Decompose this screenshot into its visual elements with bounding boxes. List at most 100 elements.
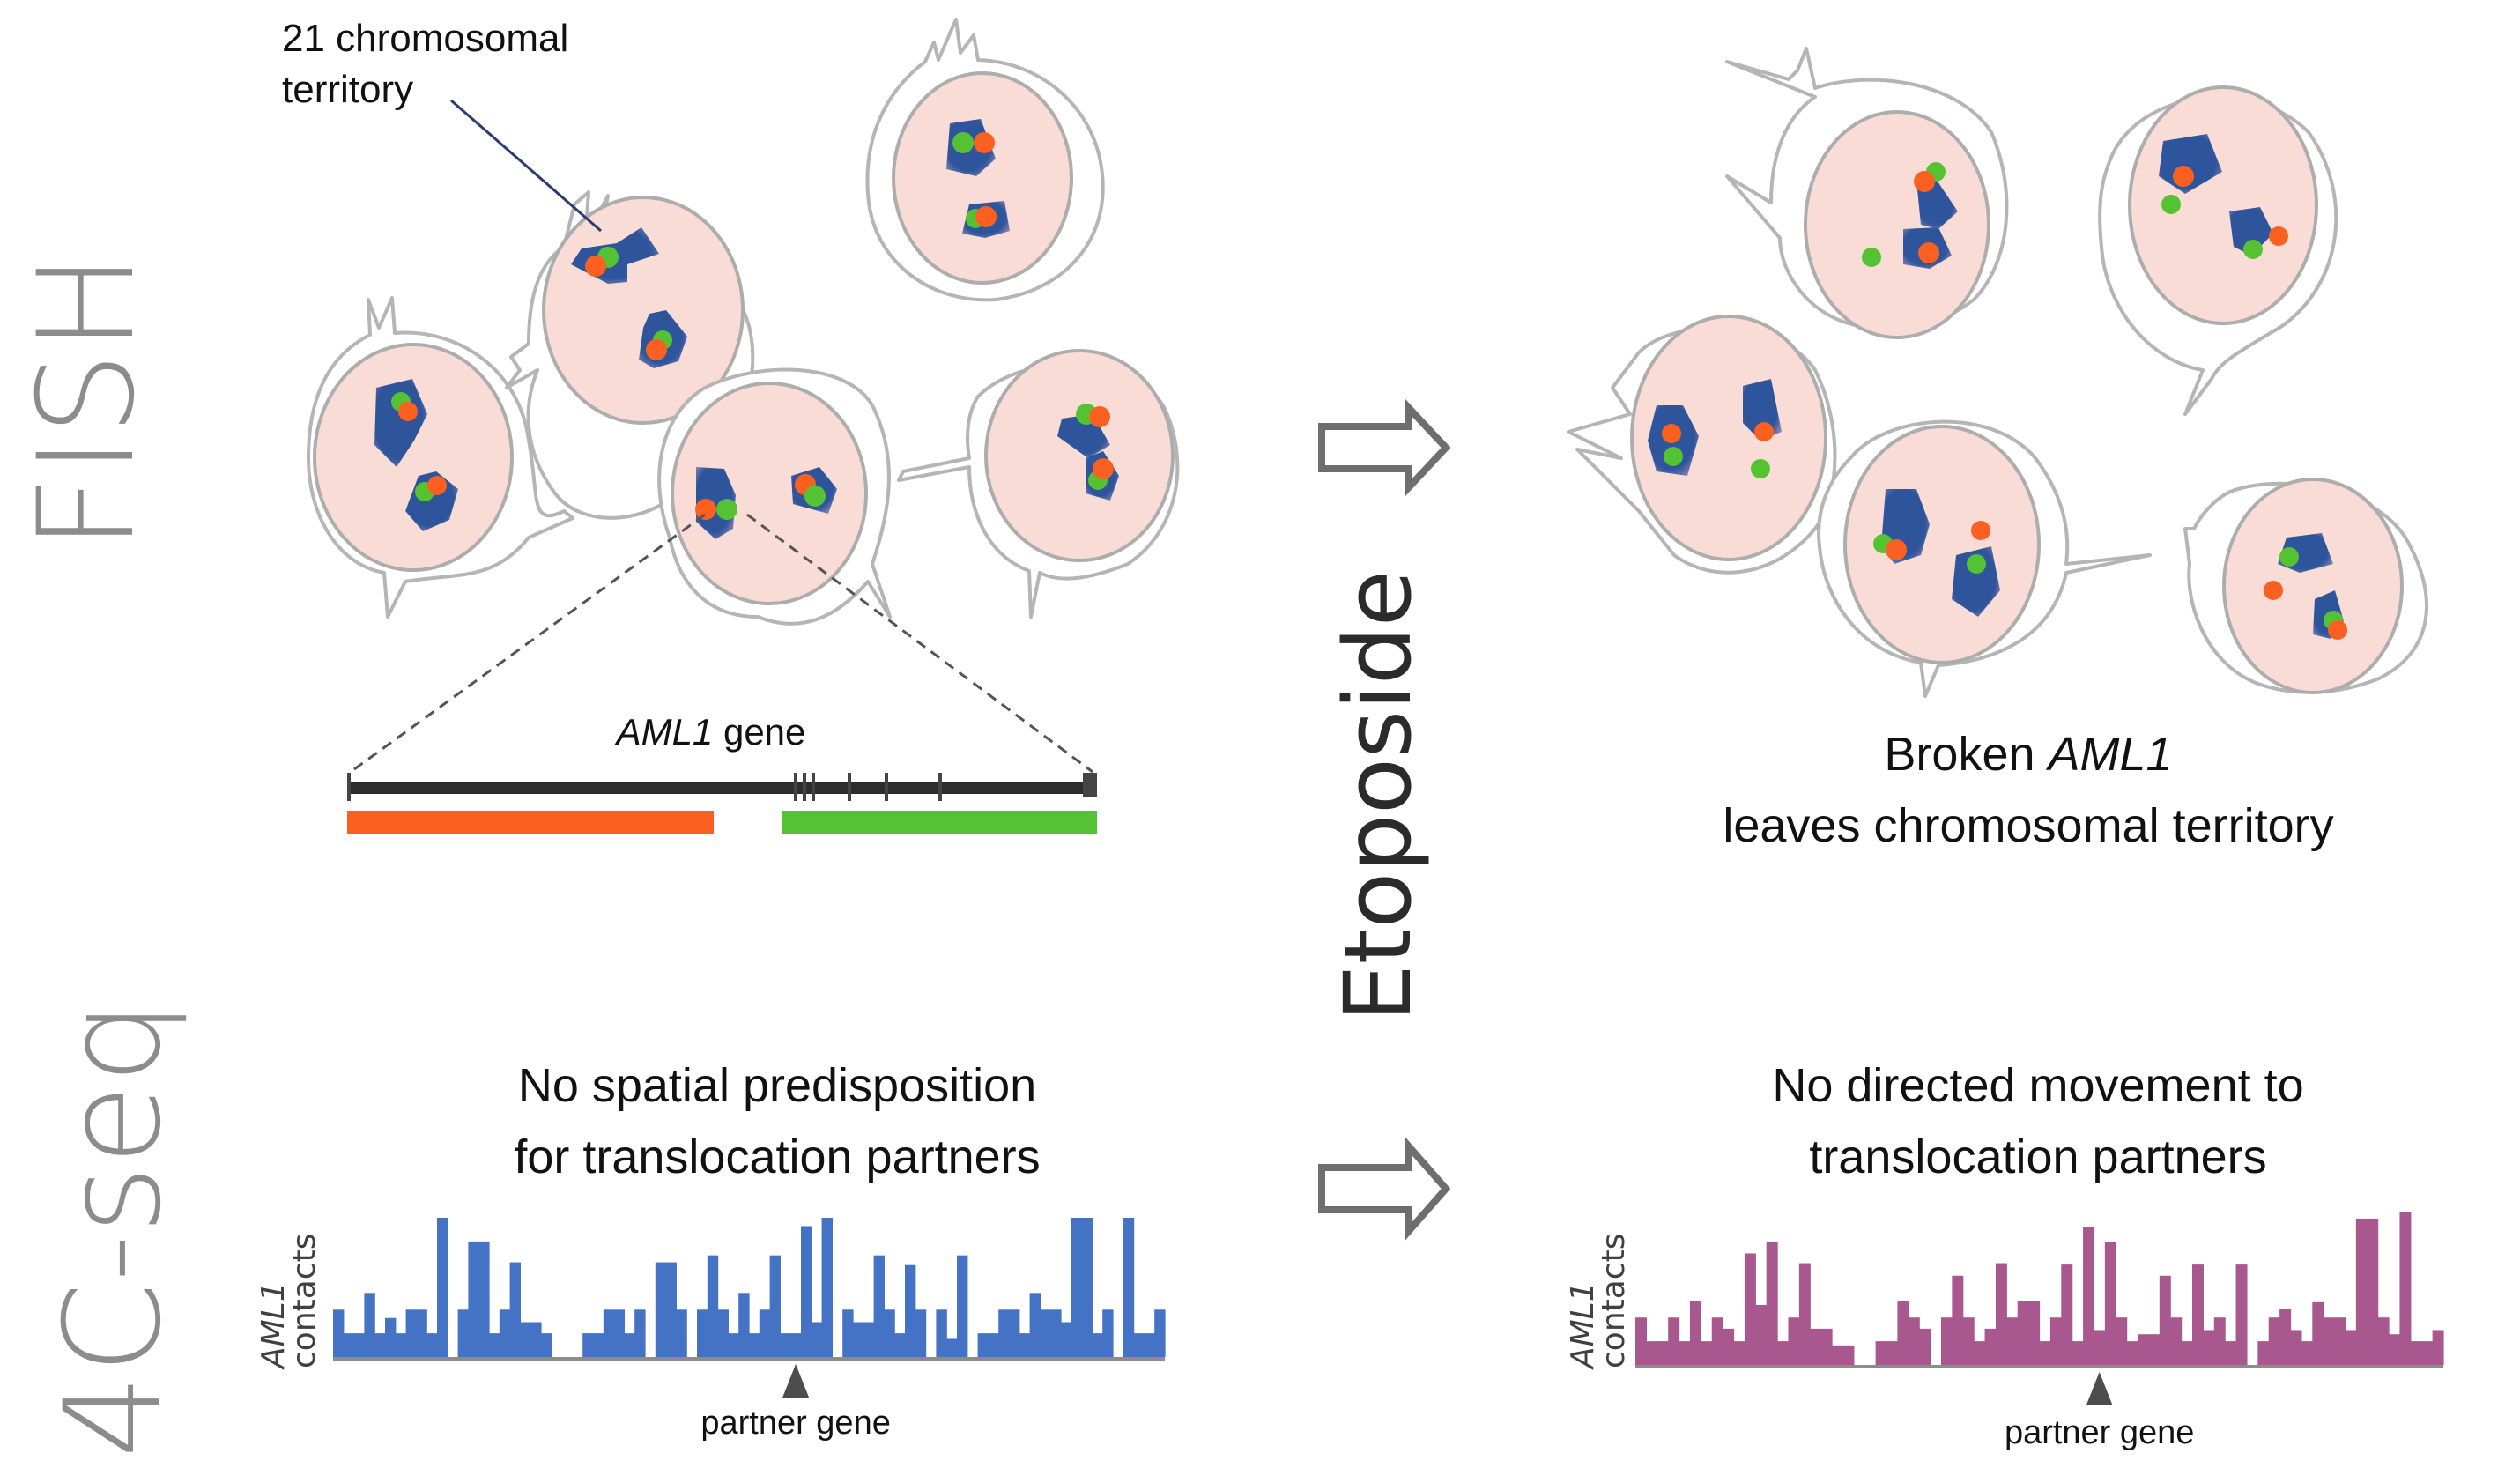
orange-probe-dot [975,206,997,227]
exon-mark [1083,773,1097,797]
contact-bar [2138,1334,2150,1365]
territory-label-line1: 21 chromosomal [282,17,568,60]
before-4c-caption-line1: No spatial predisposition [518,1059,1036,1112]
contact-bar [665,1262,677,1357]
right-arrow-icon-4c [1318,1136,1451,1242]
contact-bar [2083,1227,2095,1365]
aml1-gene-diagram: AML1 gene [347,711,1097,834]
contact-bar [2191,1264,2204,1365]
cell [1817,419,2152,698]
contact-bar [998,1309,1010,1357]
contact-bar [613,1309,625,1357]
contact-bar [2213,1317,2226,1365]
contact-bar [1798,1263,1811,1365]
orange-probe-bar [347,811,714,834]
zoom-line-right [746,513,1093,774]
contact-bar [478,1241,490,1357]
contact-bar [2203,1330,2215,1365]
gene-label: AML1 gene [614,711,806,753]
cell [2098,85,2338,416]
contact-bar [530,1322,542,1357]
contact-bar [2116,1317,2128,1365]
chart-after-bars [1635,1212,2444,1365]
contact-bar [1154,1309,1166,1357]
chart-after-partner-label: partner gene [2005,1414,2195,1451]
green-probe-dot [1751,459,1770,478]
contact-bar [1646,1341,1658,1365]
orange-probe-dot [1662,424,1681,443]
contact-bar [1679,1341,1691,1365]
chromosome-territory [1743,379,1782,441]
nucleus [984,349,1175,562]
contact-bar [1081,1218,1093,1357]
contact-bar [905,1264,916,1357]
contact-bar [988,1333,999,1357]
contact-bar [2334,1317,2346,1365]
contact-bar [1766,1242,1778,1365]
exon-mark [803,773,806,801]
contact-bar [1908,1317,1920,1365]
contact-bar [697,1309,708,1357]
exon-mark [938,773,942,801]
fish-result-prefix: Broken [1884,728,2048,781]
cell [865,18,1105,302]
contact-bar [1009,1309,1020,1357]
green-probe-dot [2279,547,2299,567]
orange-probe-dot [1093,458,1114,479]
fish-result-line1: Broken AML1 [1884,728,2172,781]
exon-mark [794,773,797,801]
contact-bar [1061,1322,1072,1357]
contact-bar [884,1309,895,1357]
contact-bar [593,1333,604,1357]
contact-bar [2367,1218,2379,1365]
green-probe-dot [2243,240,2263,259]
zoom-line-left [350,513,706,774]
contact-bar [343,1333,355,1357]
partner-gene-marker-icon [2086,1372,2113,1405]
orange-probe-dot [398,402,418,421]
contact-bar [520,1322,531,1357]
contact-bar [2148,1334,2161,1365]
contact-bar [2301,1341,2313,1365]
contact-bar [1974,1341,1986,1365]
contact-bar [603,1309,615,1357]
cell [1725,47,2009,339]
etoposide-label: Etoposide [1324,570,1432,1022]
territory-leader-line [450,99,602,233]
contact-bar [1788,1317,1800,1365]
nucleus [2222,478,2404,694]
orange-probe-dot [646,339,667,360]
partner-gene-marker-icon [782,1364,810,1398]
contact-bar [1133,1333,1145,1357]
4c-chart-before: AML1 contacts partner gene [256,1218,1166,1442]
contact-bar [395,1333,407,1357]
contact-bar [1050,1309,1062,1357]
contact-bar [842,1309,854,1357]
nucleus [892,71,1073,285]
orange-probe-dot [2269,226,2288,246]
after-4c-caption-line2: translocation partners [1809,1131,2266,1183]
contact-bar [1689,1301,1701,1365]
cells-after [1567,47,2428,698]
chromosome-territory [696,467,736,539]
contact-bar [759,1309,771,1357]
contact-bar [385,1317,397,1357]
contact-bar [437,1218,448,1357]
nucleus [2128,85,2318,325]
green-probe-bar [782,811,1097,834]
contact-bar [2061,1264,2073,1365]
chart-before-baseline [333,1357,1165,1361]
contact-bar [717,1309,729,1357]
cell [2183,478,2428,694]
contact-bar [1723,1328,1735,1365]
contact-bar [2159,1275,2171,1365]
contact-bar [2225,1341,2237,1365]
contact-bar [1123,1218,1135,1357]
contact-bar [582,1333,594,1357]
exon-mark [347,773,351,801]
green-probe-dot [1967,554,1986,574]
nucleus [1630,315,1827,561]
gene-label-suffix: gene [713,711,805,753]
orange-probe-dot [695,499,716,520]
exon-mark [812,773,815,801]
